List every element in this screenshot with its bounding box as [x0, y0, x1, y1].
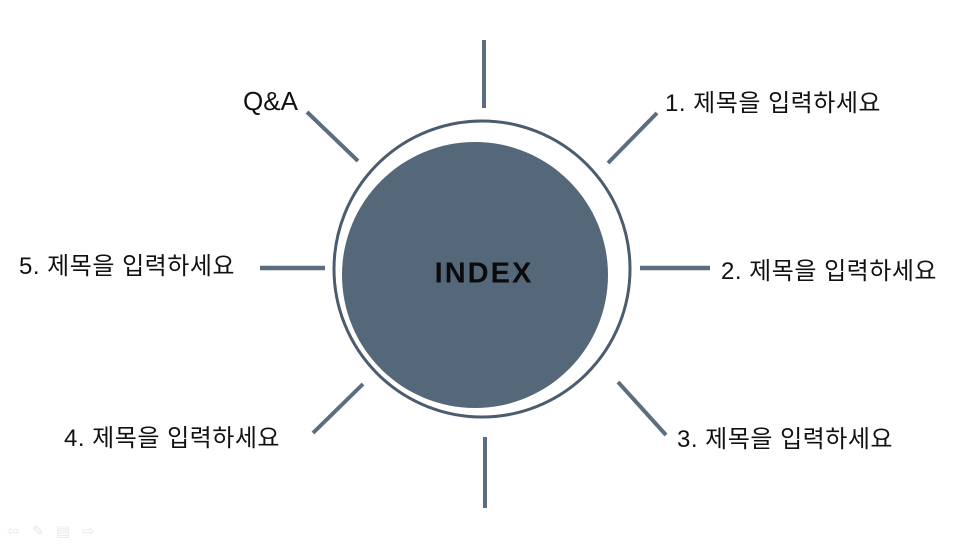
spoke-label-1: 1. 제목을 입력하세요 — [665, 90, 881, 117]
spoke-top-left-line — [305, 110, 360, 163]
spoke-label-2: 2. 제목을 입력하세요 — [721, 258, 937, 285]
spoke-label-4: 4. 제목을 입력하세요 — [64, 425, 280, 452]
presenter-toolbar: ⇦ ✎ ▤ ⇨ — [5, 523, 96, 541]
previous-slide-icon[interactable]: ⇦ — [6, 523, 20, 540]
spoke-label-5: 5. 제목을 입력하세요 — [19, 253, 235, 280]
spoke-label-qa: Q&A — [243, 86, 298, 116]
spoke-bottom-left-line — [311, 382, 365, 435]
slide-navigator-icon[interactable]: ▤ — [55, 523, 71, 540]
spoke-label-3: 3. 제목을 입력하세요 — [677, 426, 893, 453]
spoke-top-right-line — [606, 111, 659, 165]
next-slide-icon[interactable]: ⇨ — [81, 523, 95, 540]
index-circle — [342, 142, 608, 408]
index-outer-ring — [332, 119, 632, 419]
pen-icon[interactable]: ✎ — [31, 523, 45, 540]
index-center-label: INDEX — [434, 257, 534, 290]
spoke-bottom-right-line — [616, 380, 668, 437]
